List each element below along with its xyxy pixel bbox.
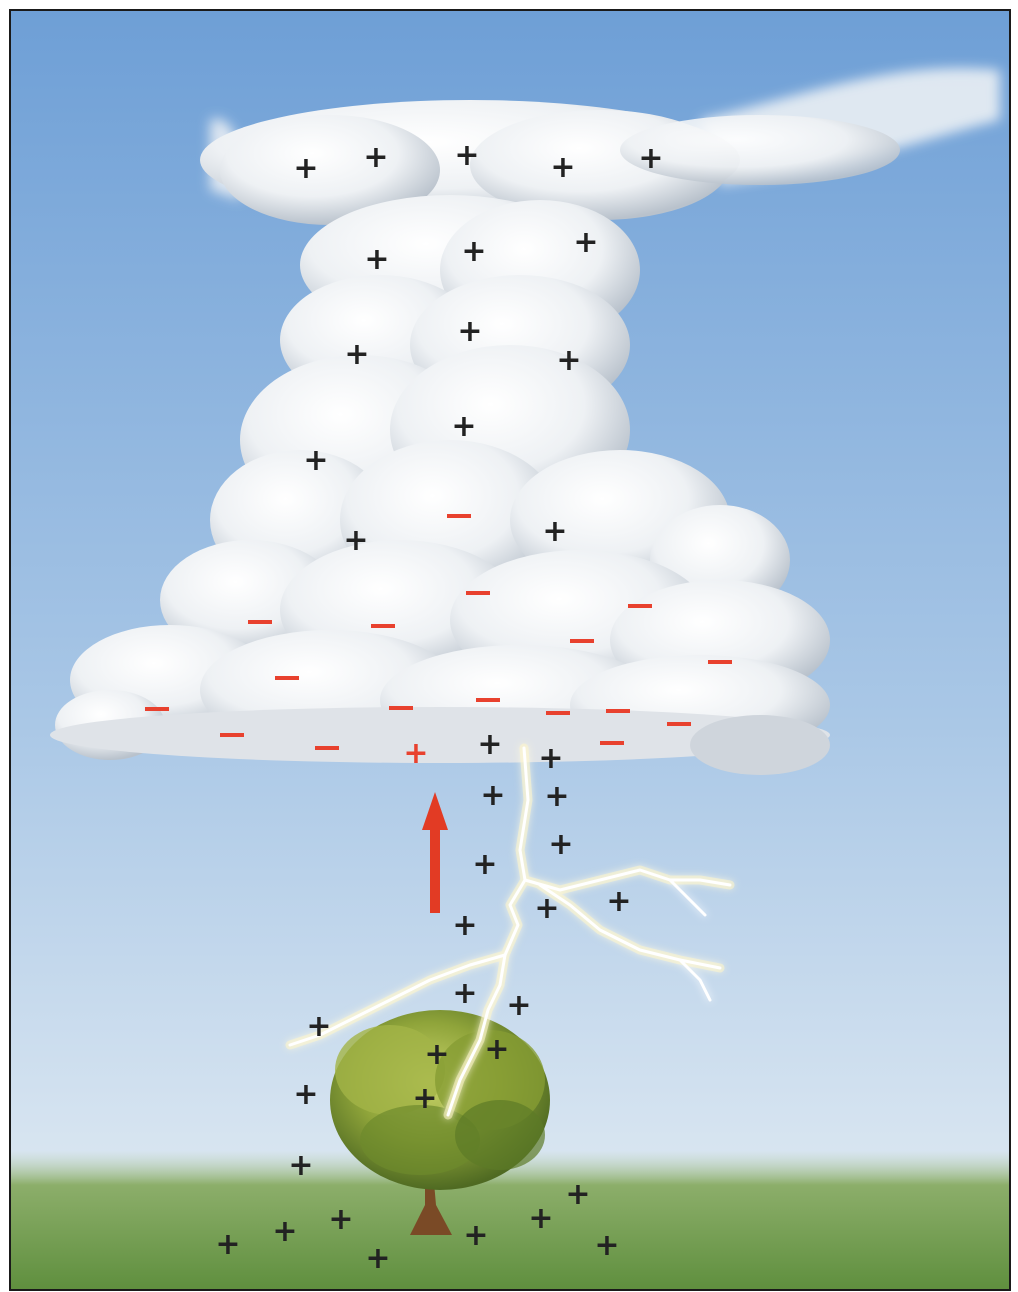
positive-charge: + bbox=[306, 1009, 331, 1044]
positive-charge: + bbox=[544, 779, 569, 814]
negative-charge bbox=[546, 711, 570, 715]
negative-charge bbox=[570, 639, 594, 643]
positive-charge: + bbox=[452, 976, 477, 1011]
negative-charge bbox=[476, 698, 500, 702]
positive-charge: + bbox=[288, 1148, 313, 1183]
negative-charge bbox=[600, 741, 624, 745]
positive-charge: + bbox=[506, 988, 531, 1023]
negative-charge bbox=[275, 676, 299, 680]
positive-charge: + bbox=[272, 1214, 297, 1249]
positive-charge: + bbox=[594, 1228, 619, 1263]
positive-charge: + bbox=[542, 514, 567, 549]
negative-charge bbox=[389, 706, 413, 710]
positive-charge: + bbox=[538, 741, 563, 776]
positive-charge: + bbox=[344, 337, 369, 372]
negative-charge bbox=[145, 707, 169, 711]
negative-charge bbox=[466, 591, 490, 595]
positive-charge: + bbox=[412, 1081, 437, 1116]
positive-charge: + bbox=[215, 1227, 240, 1262]
positive-charge: + bbox=[484, 1032, 509, 1067]
positive-charge: + bbox=[451, 409, 476, 444]
positive-charge: + bbox=[548, 827, 573, 862]
positive-charge: + bbox=[454, 138, 479, 173]
positive-charge: + bbox=[638, 141, 663, 176]
negative-charge bbox=[220, 733, 244, 737]
positive-charge: + bbox=[457, 314, 482, 349]
positive-charge: + bbox=[480, 778, 505, 813]
positive-charge: + bbox=[463, 1218, 488, 1253]
grass-ground bbox=[10, 1150, 1010, 1290]
positive-charge: + bbox=[424, 1037, 449, 1072]
negative-charge bbox=[708, 660, 732, 664]
positive-charge: + bbox=[606, 884, 631, 919]
positive-charge: + bbox=[364, 242, 389, 277]
positive-charge-red: + bbox=[403, 736, 428, 771]
positive-charge: + bbox=[573, 225, 598, 260]
positive-charge: + bbox=[343, 523, 368, 558]
negative-charge bbox=[315, 746, 339, 750]
negative-charge bbox=[371, 624, 395, 628]
positive-charge: + bbox=[528, 1201, 553, 1236]
positive-charge: + bbox=[472, 847, 497, 882]
positive-charge: + bbox=[565, 1177, 590, 1212]
positive-charge: + bbox=[365, 1241, 390, 1276]
positive-charge: + bbox=[452, 908, 477, 943]
negative-charge bbox=[248, 620, 272, 624]
positive-charge: + bbox=[303, 443, 328, 478]
positive-charge: + bbox=[328, 1202, 353, 1237]
positive-charge: + bbox=[293, 151, 318, 186]
positive-charge: + bbox=[363, 140, 388, 175]
positive-charge: + bbox=[477, 727, 502, 762]
negative-charge bbox=[667, 722, 691, 726]
positive-charge: + bbox=[556, 343, 581, 378]
positive-charge: + bbox=[461, 234, 486, 269]
negative-charge bbox=[447, 514, 471, 518]
positive-charge: + bbox=[534, 891, 559, 926]
negative-charge bbox=[628, 604, 652, 608]
negative-charge bbox=[606, 709, 630, 713]
positive-charge: + bbox=[550, 150, 575, 185]
positive-charge: + bbox=[293, 1077, 318, 1112]
